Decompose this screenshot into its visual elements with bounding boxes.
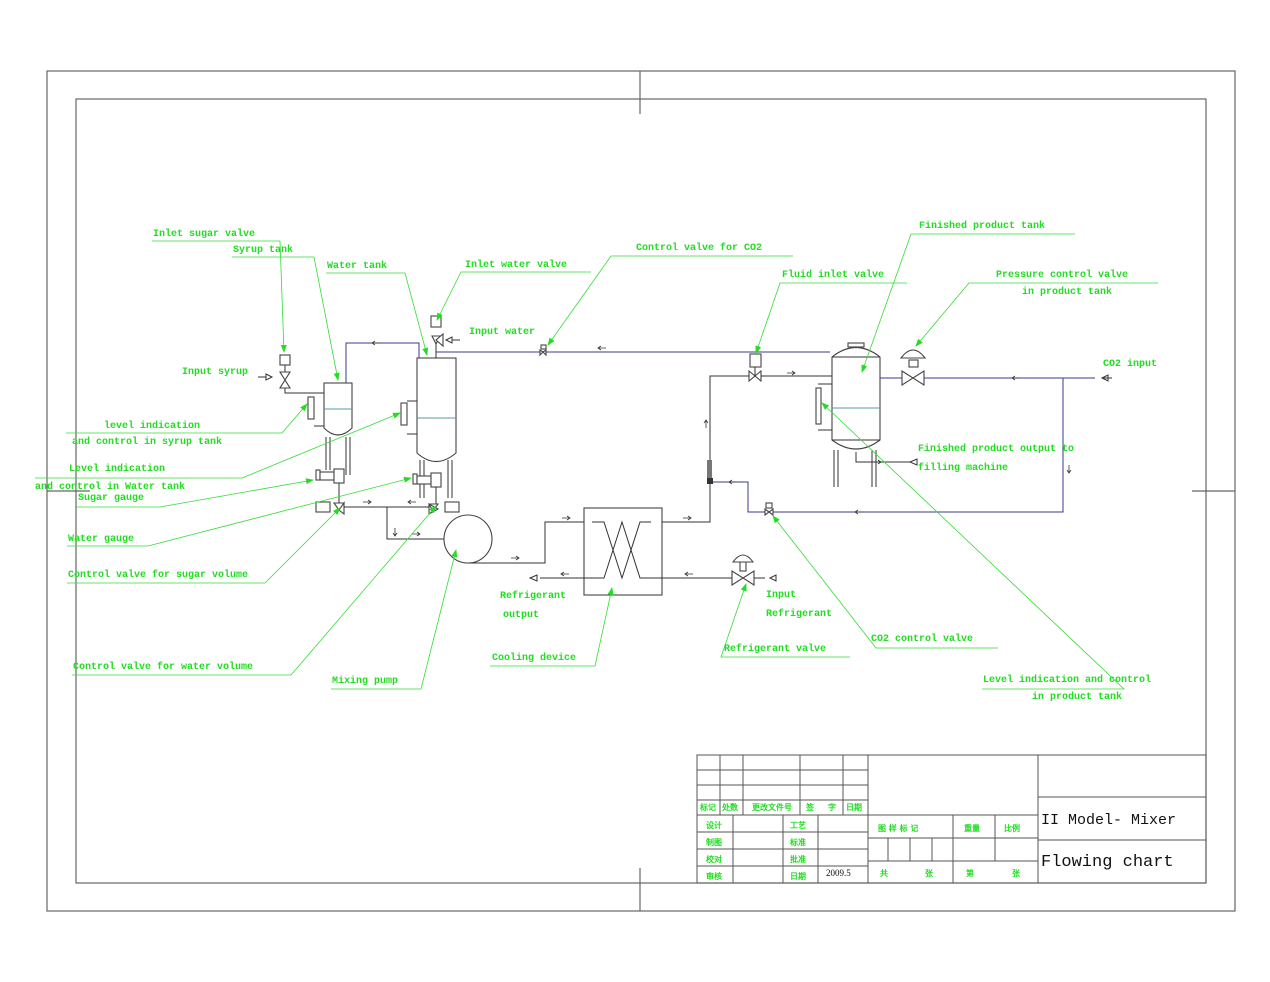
refrigerant-out-arrow	[528, 574, 538, 582]
labels: Inlet sugar valve Syrup tank Water tank …	[35, 220, 1157, 703]
co2-input-arrow	[1100, 374, 1112, 382]
label-level-syrup-2: and control in syrup tank	[72, 436, 222, 448]
water-tank	[416, 357, 457, 498]
label-co2-input: CO2 input	[1103, 358, 1157, 370]
cooling-device	[583, 507, 663, 596]
label-inlet-sugar-valve: Inlet sugar valve	[153, 228, 255, 240]
tb-weight: 重量	[964, 823, 980, 833]
water-gauge	[412, 472, 442, 488]
inlet-sugar-valve	[258, 354, 324, 394]
title-block: 标记 处数 更改文件号 签 字 日期 设计 制图 校对 审核 工艺 标准 批准 …	[696, 754, 1207, 884]
label-finished-output: Finished product output to	[918, 443, 1074, 455]
inner-frame	[75, 98, 1207, 884]
outer-frame	[46, 70, 1236, 912]
tb-role-design: 设计	[706, 820, 722, 830]
label-control-valve-co2: Control valve for CO2	[636, 242, 762, 254]
tb-header-sign2: 字	[828, 802, 836, 812]
flow-arrows	[363, 340, 1072, 577]
tb-scale: 比例	[1004, 823, 1020, 833]
label-mixing-pump: Mixing pump	[332, 675, 398, 687]
product-level-gauge	[815, 383, 832, 431]
label-pressure-control-valve: Pressure control valve	[996, 269, 1128, 281]
tb-date-value: 2009.5	[826, 868, 851, 878]
tb-role-check: 校对	[706, 854, 722, 864]
co2-control-valve	[764, 502, 774, 517]
label-input-water: Input water	[469, 327, 535, 338]
tb-total: 共	[880, 868, 888, 878]
drawing-subtitle: Flowing chart	[1041, 853, 1174, 872]
syrup-tank	[323, 382, 353, 475]
syrup-water-connect-pipe	[345, 342, 420, 383]
tb-sample-mark: 图 样 标 记	[878, 823, 918, 833]
tb-header-count: 处数	[721, 802, 739, 812]
label-input-refrigerant: Input	[766, 590, 796, 601]
label-syrup-tank: Syrup tank	[233, 244, 293, 256]
label-co2-control-valve: CO2 control valve	[871, 633, 973, 645]
control-valve-sugar	[315, 483, 346, 516]
label-level-product-2: in product tank	[1032, 691, 1122, 703]
label-level-water: Level indication	[69, 463, 165, 475]
tb-page: 张	[1012, 869, 1021, 878]
pressure-control-valve	[899, 349, 927, 387]
label-sugar-gauge: Sugar gauge	[78, 493, 144, 504]
label-finished-output-2: filling machine	[918, 462, 1008, 474]
label-level-syrup: level indication	[104, 420, 200, 432]
tb-sheets: 张	[925, 869, 934, 878]
tb-role-draw: 制图	[706, 837, 722, 847]
tb-role-date: 日期	[790, 871, 806, 881]
tb-sheet-no: 第	[966, 868, 974, 878]
label-level-product: Level indication and control	[983, 674, 1151, 686]
tb-header-date: 日期	[846, 802, 862, 812]
label-control-valve-sugar: Control valve for sugar volume	[68, 569, 248, 581]
sugar-gauge	[315, 468, 345, 484]
label-control-valve-water: Control valve for water volume	[73, 661, 253, 673]
refrigerant-valve	[731, 554, 777, 587]
label-cooling-device: Cooling device	[492, 652, 576, 664]
drawing-title: II Model- Mixer	[1041, 812, 1176, 829]
label-fluid-inlet-valve: Fluid inlet valve	[782, 269, 884, 281]
mixer-feed-pipe	[386, 507, 468, 540]
label-refrigerant-output-2: output	[503, 610, 539, 621]
co2-mixer	[707, 460, 713, 484]
mixing-pump	[443, 514, 493, 564]
syrup-level-gauge	[307, 392, 324, 427]
label-water-tank: Water tank	[327, 260, 387, 272]
label-water-gauge: Water gauge	[68, 534, 134, 545]
tb-role-approve: 批准	[790, 854, 806, 864]
label-input-syrup: Input syrup	[182, 367, 248, 378]
finished-product-tank	[831, 342, 918, 487]
tb-role-process: 工艺	[790, 820, 806, 830]
tb-header-change-doc: 更改文件号	[752, 802, 792, 812]
tb-header-sign: 签	[805, 802, 815, 812]
label-level-water-2: and control in Water tank	[35, 481, 185, 493]
control-valve-co2	[539, 344, 547, 357]
water-level-gauge	[400, 400, 417, 435]
label-pressure-control-valve-2: in product tank	[1022, 286, 1112, 298]
leader-lines	[35, 233, 1158, 690]
control-valve-water	[428, 487, 460, 515]
label-input-refrigerant-2: Refrigerant	[766, 608, 832, 620]
inlet-water-valve	[430, 315, 460, 358]
label-inlet-water-valve: Inlet water valve	[465, 259, 567, 271]
label-finished-product-tank: Finished product tank	[919, 220, 1045, 232]
cooler-out-pipe	[662, 375, 750, 523]
label-refrigerant-valve: Refrigerant valve	[724, 643, 826, 655]
tb-role-review: 审核	[706, 871, 722, 881]
fluid-inlet-valve	[748, 353, 762, 383]
label-refrigerant-output: Refrigerant	[500, 590, 566, 602]
tb-role-standard: 标准	[789, 837, 806, 847]
pump-out-pipe	[468, 521, 592, 564]
tb-header-mark: 标记	[699, 802, 716, 812]
